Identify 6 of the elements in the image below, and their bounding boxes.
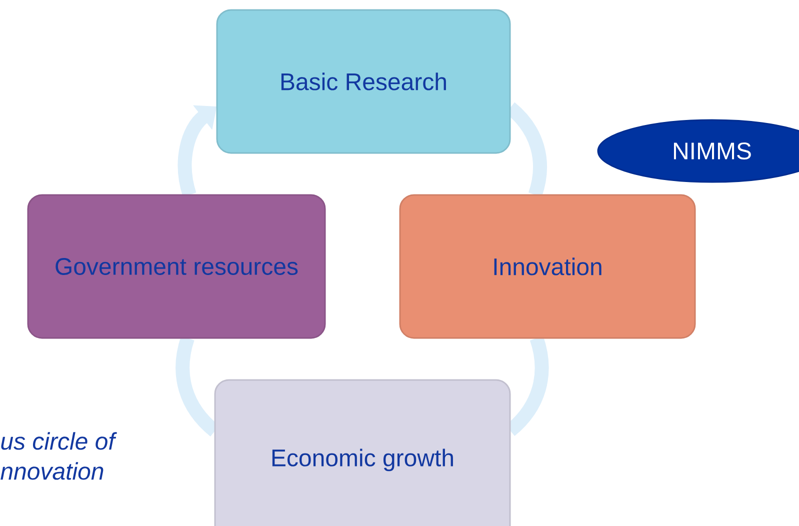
process-box: Basic Research [216,9,511,154]
caption-text: us circle of nnovation [0,432,117,480]
process-box: Economic growth [214,379,511,526]
oval-badge: NIMMS [597,119,799,183]
process-box: Government resources [27,194,326,339]
process-box: Innovation [399,194,696,339]
